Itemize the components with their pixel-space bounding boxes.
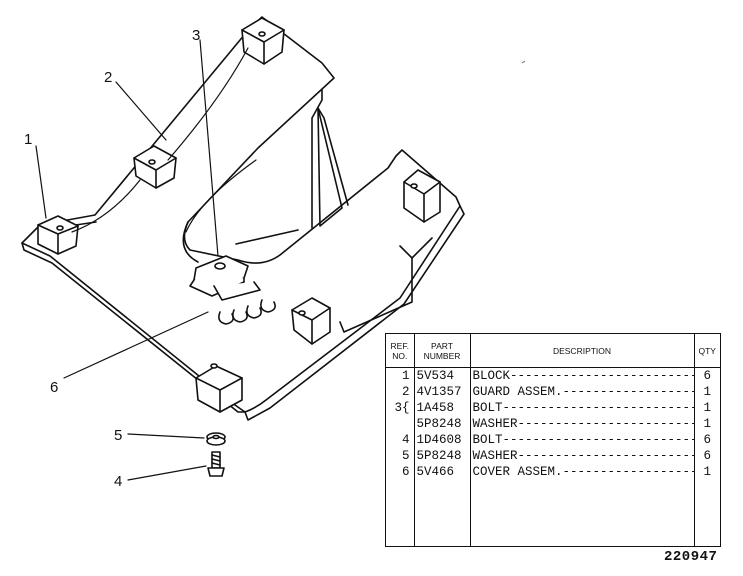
cell-ref: 1 bbox=[401, 369, 410, 383]
cell-description: COVER ASSEM.---------------------- bbox=[469, 464, 694, 480]
speck bbox=[521, 60, 526, 64]
cell-ref: 2 bbox=[401, 385, 410, 399]
header-qty: QTY bbox=[693, 334, 720, 368]
block bbox=[403, 169, 441, 223]
table-row: 3{ 1A458 BOLT---------------------------… bbox=[386, 400, 720, 416]
drawing-number: 220947 bbox=[664, 549, 718, 565]
cell-ref: 3{ bbox=[394, 401, 410, 415]
cell-part: 4V1357 bbox=[413, 384, 470, 400]
cell-description: GUARD ASSEM.---------------------- bbox=[469, 384, 694, 400]
cover-bolts bbox=[218, 299, 276, 325]
table-row: 5P8248 WASHER---------------------------… bbox=[386, 416, 720, 432]
cell-part: 5P8248 bbox=[413, 448, 470, 464]
cell-description: BOLT------------------------------ bbox=[469, 400, 694, 416]
cell-ref: 5 bbox=[401, 449, 410, 463]
cell-qty: 6 bbox=[693, 448, 720, 464]
cell-description: WASHER---------------------------- bbox=[469, 448, 694, 464]
block bbox=[37, 215, 79, 255]
cover-assembly bbox=[189, 255, 261, 301]
cell-part: 5V534 bbox=[413, 367, 470, 384]
table-filler-row bbox=[386, 480, 720, 546]
cell-qty: 6 bbox=[693, 432, 720, 448]
washer bbox=[206, 432, 226, 446]
callout-3: 3 bbox=[192, 27, 200, 44]
cell-qty: 1 bbox=[693, 384, 720, 400]
cell-description: BOLT------------------------------ bbox=[469, 432, 694, 448]
table-header-row: REF. NO. PART NUMBER DESCRIPTION QTY bbox=[386, 334, 720, 368]
callout-6: 6 bbox=[50, 379, 58, 396]
cell-description: WASHER---------------------------- bbox=[469, 416, 694, 432]
parts-table: REF. NO. PART NUMBER DESCRIPTION QTY 1 5… bbox=[385, 333, 721, 547]
cell-qty: 1 bbox=[693, 400, 720, 416]
parts-list: REF. NO. PART NUMBER DESCRIPTION QTY 1 5… bbox=[386, 334, 720, 546]
callout-1: 1 bbox=[24, 131, 32, 148]
cell-part: 5P8248 bbox=[413, 416, 470, 432]
block bbox=[133, 145, 177, 189]
table-row: 1 5V534 BLOCK---------------------------… bbox=[386, 367, 720, 384]
callout-2: 2 bbox=[104, 69, 112, 86]
table-row: 2 4V1357 GUARD ASSEM.-------------------… bbox=[386, 384, 720, 400]
cell-ref: 6 bbox=[401, 465, 410, 479]
table-row: 4 1D4608 BOLT---------------------------… bbox=[386, 432, 720, 448]
cell-description: BLOCK----------------------------- bbox=[469, 367, 694, 384]
cell-part: 1D4608 bbox=[413, 432, 470, 448]
cell-ref: 4 bbox=[401, 433, 410, 447]
callout-5: 5 bbox=[114, 427, 122, 444]
leader-lines bbox=[35, 39, 257, 481]
cell-part: 1A458 bbox=[413, 400, 470, 416]
callout-4: 4 bbox=[114, 473, 122, 490]
header-part-number: PART NUMBER bbox=[413, 334, 470, 368]
table-row: 6 5V466 COVER ASSEM.--------------------… bbox=[386, 464, 720, 480]
cell-qty: 6 bbox=[693, 367, 720, 384]
block bbox=[291, 297, 331, 345]
bolt bbox=[207, 451, 225, 477]
cell-ref bbox=[386, 416, 414, 432]
block bbox=[195, 363, 243, 413]
cell-part: 5V466 bbox=[413, 464, 470, 480]
cell-qty: 1 bbox=[693, 416, 720, 432]
cell-qty: 1 bbox=[693, 464, 720, 480]
guard-plate bbox=[21, 16, 465, 421]
table-row: 5 5P8248 WASHER-------------------------… bbox=[386, 448, 720, 464]
block bbox=[241, 17, 285, 65]
header-ref-no: REF. NO. bbox=[386, 334, 414, 368]
header-description: DESCRIPTION bbox=[469, 334, 694, 368]
